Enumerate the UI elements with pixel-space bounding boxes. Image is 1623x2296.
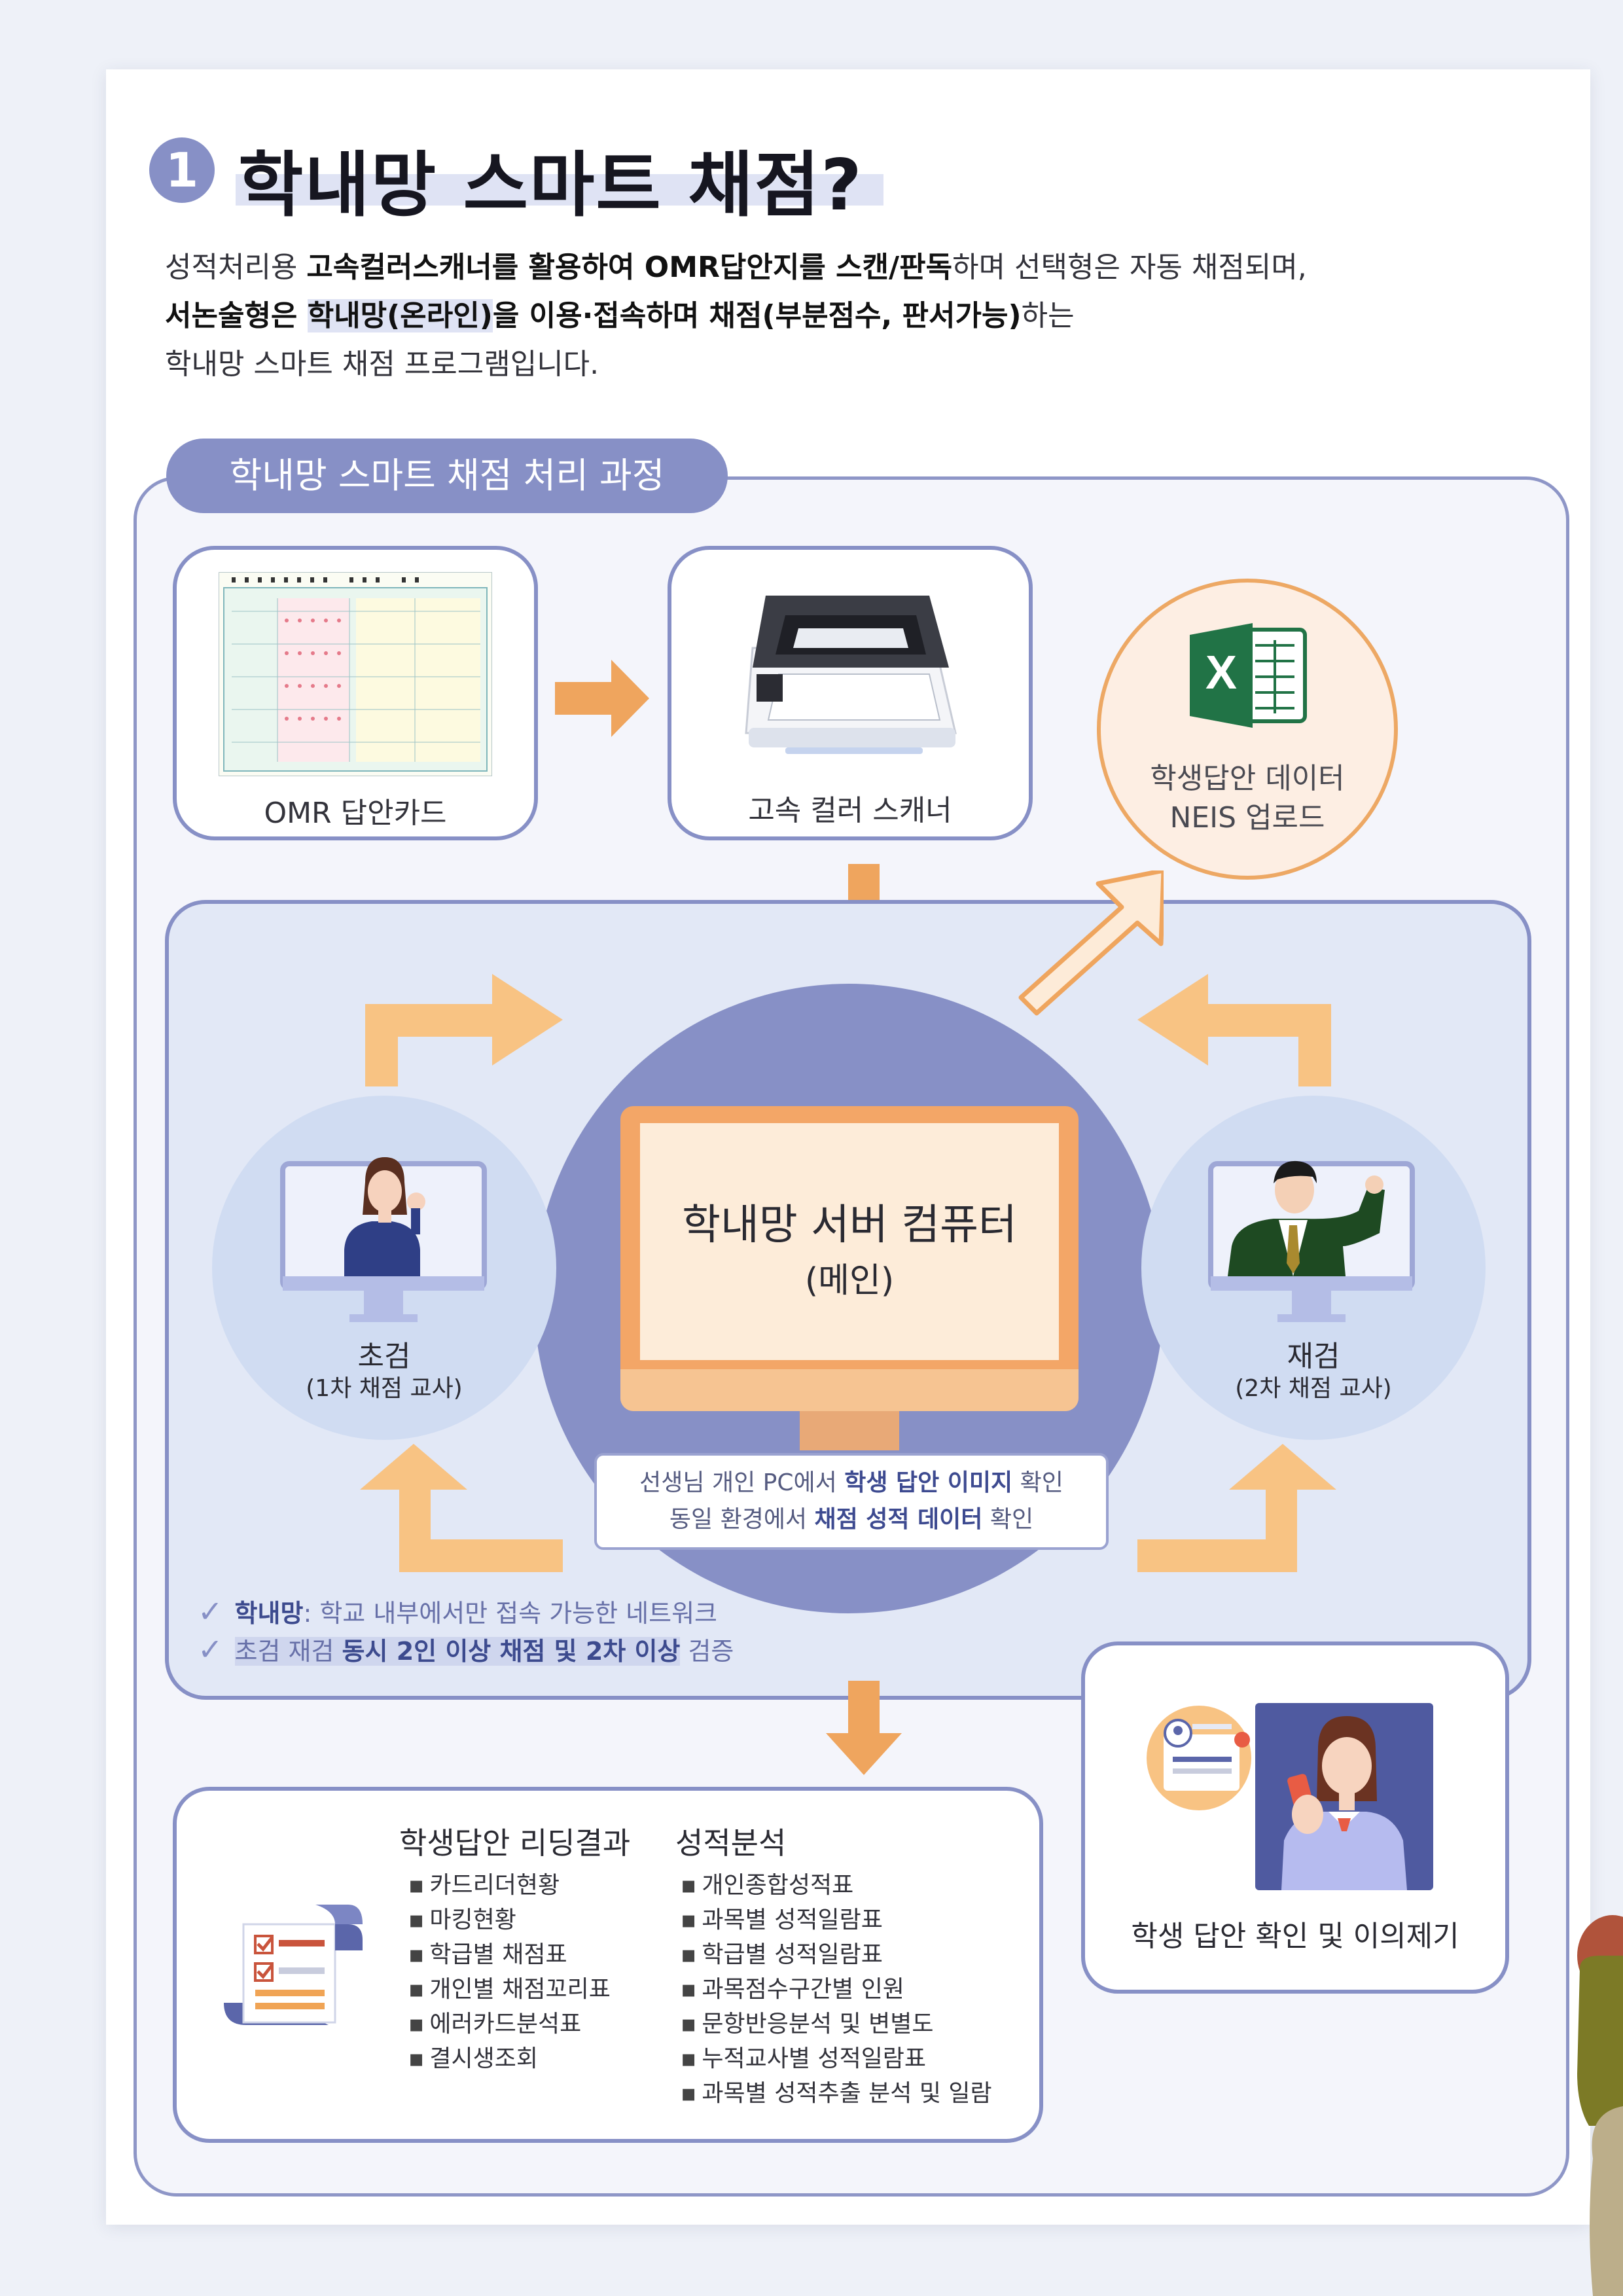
scanner-icon bbox=[745, 596, 957, 754]
second-grader-role: (2차 채점 교사) bbox=[1235, 1375, 1392, 1402]
note-text: 확인 bbox=[1012, 1469, 1063, 1496]
arrow-up-right-icon bbox=[365, 974, 563, 1086]
list-item: 과목별 성적일람표 bbox=[681, 1903, 992, 1937]
reading-results-list: 카드리더현황마킹현황학급별 채점표개인별 채점꼬리표에러카드분석표결시생조회 bbox=[408, 1868, 611, 2076]
note-bold: 채점 성적 데이터 bbox=[814, 1506, 983, 1533]
intro-line-2: 서논술형은 학내망(온라인)을 이용·접속하며 채점(부분점수, 판서가능)하는 bbox=[165, 292, 1307, 340]
list-item: 카드리더현황 bbox=[408, 1868, 611, 1903]
analysis-list: 개인종합성적표과목별 성적일람표학급별 성적일람표과목점수구간별 인원문항반응분… bbox=[681, 1868, 992, 2111]
neis-upload-badge: X 학생답안 데이터 NEIS 업로드 bbox=[1097, 579, 1398, 880]
omr-sheet-icon bbox=[219, 572, 492, 776]
server-title: 학내망 서버 컴퓨터 bbox=[682, 1201, 1017, 1249]
list-item: 학급별 채점표 bbox=[408, 1937, 611, 1972]
first-grader-name: 초검 bbox=[357, 1340, 411, 1373]
intro-line-3: 학내망 스마트 채점 프로그램입니다. bbox=[165, 348, 599, 381]
intro-text: 하는 bbox=[1021, 299, 1075, 332]
student-phone-icon bbox=[1255, 1703, 1433, 1890]
list-item: 마킹현황 bbox=[408, 1903, 611, 1937]
reading-results-title: 학생답안 리딩결과 bbox=[399, 1825, 631, 1861]
note-line-1: 선생님 개인 PC에서 학생 답안 이미지 확인 bbox=[597, 1465, 1106, 1501]
list-item: 문항반응분석 및 변별도 bbox=[681, 2007, 992, 2041]
scanner-label: 고속 컬러 스캐너 bbox=[748, 794, 952, 827]
analysis-title: 성적분석 bbox=[675, 1825, 787, 1861]
title-number-badge: 1 bbox=[149, 137, 215, 203]
student-check-label: 학생 답안 확인 및 이의제기 bbox=[1131, 1920, 1459, 1953]
first-grader-role: (1차 채점 교사) bbox=[306, 1375, 463, 1402]
check-note-network: ✓ 학내망: 학교 내부에서만 접속 가능한 네트워크 bbox=[198, 1593, 717, 1629]
results-card: 학생답안 리딩결과 카드리더현황마킹현황학급별 채점표개인별 채점꼬리표에러카드… bbox=[173, 1787, 1043, 2143]
arrow-upload-icon bbox=[1018, 870, 1164, 1016]
server-monitor-stand bbox=[800, 1411, 899, 1450]
profile-card-icon bbox=[1147, 1706, 1251, 1810]
check-mark-icon: ✓ bbox=[198, 1594, 223, 1629]
server-monitor-bezel bbox=[620, 1369, 1079, 1411]
intro-bold: 서논술형은 bbox=[165, 299, 308, 332]
plant-decoration-icon bbox=[1577, 1915, 1623, 2296]
check-text: 초검 재검 bbox=[234, 1637, 342, 1666]
arrow-down-icon bbox=[826, 1681, 902, 1775]
intro-bold: 고속컬러스캐너를 활용하여 OMR답안지를 스캔/판독 bbox=[306, 251, 953, 284]
note-text: 선생님 개인 PC에서 bbox=[639, 1469, 845, 1496]
neis-label-line1: 학생답안 데이터 bbox=[1150, 762, 1345, 795]
check-text: : 학교 내부에서만 접속 가능한 네트워크 bbox=[303, 1599, 717, 1628]
check-text: 검증 bbox=[680, 1637, 734, 1666]
teacher-male-icon bbox=[1208, 1160, 1415, 1322]
neis-label-line2: NEIS 업로드 bbox=[1169, 801, 1325, 834]
title-text: 학내망 스마트 채점? bbox=[238, 145, 863, 226]
note-text: 동일 환경에서 bbox=[669, 1506, 815, 1533]
check-note-verify: ✓ 초검 재검 동시 2인 이상 채점 및 2차 이상 검증 bbox=[198, 1631, 734, 1667]
omr-label: OMR 답안카드 bbox=[264, 797, 447, 830]
check-bold: 학내망 bbox=[234, 1599, 304, 1628]
list-item: 학급별 성적일람표 bbox=[681, 1937, 992, 1972]
list-item: 누적교사별 성적일람표 bbox=[681, 2041, 992, 2076]
server-note: 선생님 개인 PC에서 학생 답안 이미지 확인 동일 환경에서 채점 성적 데… bbox=[594, 1453, 1109, 1550]
note-line-2: 동일 환경에서 채점 성적 데이터 확인 bbox=[597, 1501, 1106, 1538]
neis-label: 학생답안 데이터 NEIS 업로드 bbox=[1101, 759, 1394, 838]
arrow-return-left-icon bbox=[360, 1444, 563, 1572]
server-subtitle: (메인) bbox=[804, 1261, 895, 1300]
arrow-up-left-icon bbox=[1137, 974, 1331, 1086]
intro-text: 성적처리용 bbox=[165, 251, 307, 284]
intro-bold-highlight: 학내망(온라인) bbox=[307, 299, 493, 332]
list-item: 개인종합성적표 bbox=[681, 1868, 992, 1903]
omr-card: OMR 답안카드 bbox=[173, 546, 538, 840]
list-item: 과목별 성적추출 분석 및 일람 bbox=[681, 2076, 991, 2111]
list-item: 개인별 채점꼬리표 bbox=[408, 1972, 610, 2007]
section-title: 학내망 스마트 채점 처리 과정 bbox=[166, 439, 728, 513]
check-bold: 동시 2인 이상 채점 및 2차 이상 bbox=[342, 1637, 681, 1666]
student-check-card: 학생 답안 확인 및 이의제기 bbox=[1081, 1641, 1509, 1994]
check-mark-icon: ✓ bbox=[198, 1632, 223, 1667]
list-item: 결시생조회 bbox=[408, 2041, 611, 2076]
scanner-card: 고속 컬러 스캐너 bbox=[668, 546, 1033, 840]
intro-line-1: 성적처리용 고속컬러스캐너를 활용하여 OMR답안지를 스캔/판독하며 선택형은… bbox=[165, 243, 1307, 292]
title-highlight bbox=[236, 174, 883, 206]
teacher-female-icon bbox=[280, 1157, 487, 1322]
excel-icon: X bbox=[1190, 623, 1307, 728]
intro-text: 하며 선택형은 자동 채점되며, bbox=[952, 251, 1307, 284]
arrow-right-icon bbox=[555, 660, 649, 737]
list-item: 에러카드분석표 bbox=[408, 2007, 611, 2041]
second-grader-name: 재검 bbox=[1287, 1340, 1340, 1373]
svg-text:X: X bbox=[1205, 647, 1237, 699]
server-monitor-screen bbox=[640, 1123, 1059, 1360]
note-bold: 학생 답안 이미지 bbox=[844, 1469, 1013, 1496]
note-text: 확인 bbox=[982, 1506, 1034, 1533]
intro-paragraph: 성적처리용 고속컬러스캐너를 활용하여 OMR답안지를 스캔/판독하며 선택형은… bbox=[165, 243, 1307, 389]
list-item: 과목점수구간별 인원 bbox=[681, 1972, 992, 2007]
intro-bold: 을 이용·접속하며 채점(부분점수, 판서가능) bbox=[492, 299, 1022, 332]
arrow-return-right-icon bbox=[1137, 1444, 1336, 1572]
report-icon bbox=[224, 1905, 363, 2025]
